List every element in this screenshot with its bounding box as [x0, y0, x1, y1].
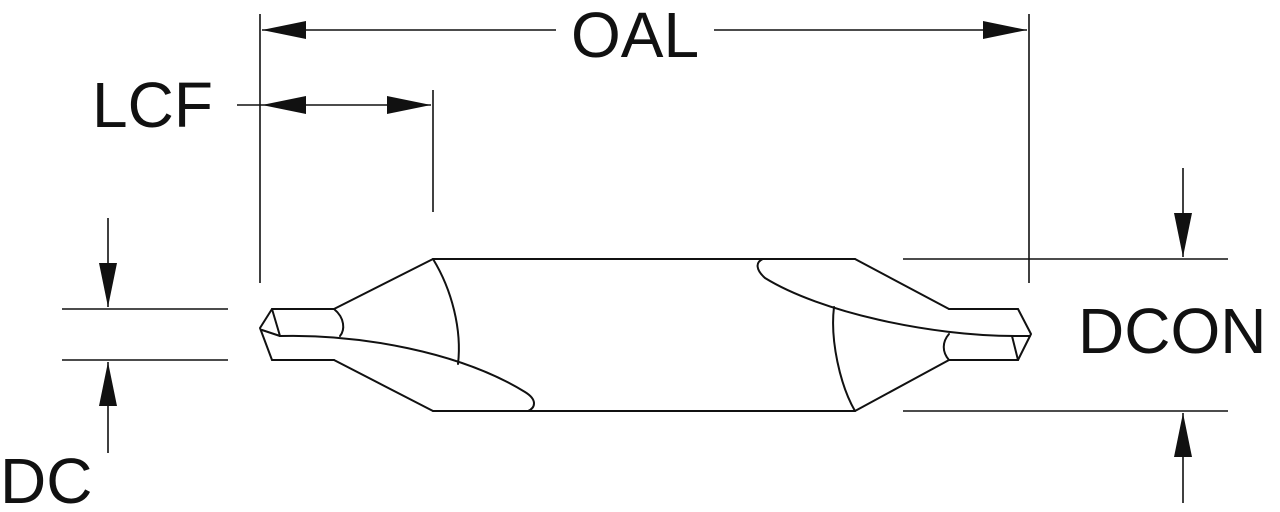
- left-tip: [259, 308, 273, 361]
- right-pilot-shoulder-arc: [942, 333, 950, 361]
- left-pilot-shoulder-arc: [333, 308, 345, 337]
- dcon-arrow-top: [1174, 213, 1192, 257]
- left-body-arc: [432, 258, 460, 365]
- right-flute-curve: [756, 258, 1016, 337]
- right-taper-bottom: [854, 359, 950, 412]
- dcon-label: DCON: [1078, 295, 1266, 367]
- oal-arrow-right: [983, 21, 1027, 39]
- lcf-arrow-right: [387, 96, 431, 114]
- right-body-arc: [832, 306, 856, 412]
- left-flute-curve: [279, 334, 535, 412]
- left-tip-facet: [271, 308, 281, 337]
- lcf-label: LCF: [92, 69, 213, 141]
- dc-label: DC: [0, 445, 92, 512]
- right-tip-facet: [1011, 335, 1019, 361]
- lcf-arrow-left: [262, 96, 306, 114]
- left-taper-bottom: [333, 359, 434, 412]
- dc-dimension: DC: [0, 218, 228, 512]
- center-drill-body: [259, 258, 1032, 412]
- dcon-arrow-bottom: [1174, 413, 1192, 457]
- dcon-dimension: DCON: [903, 168, 1266, 503]
- left-tip-facet-2: [261, 329, 281, 337]
- oal-label: OAL: [571, 0, 699, 71]
- oal-dimension: OAL: [259, 0, 1030, 283]
- right-tip: [1017, 308, 1032, 361]
- right-taper-top: [854, 258, 950, 310]
- dc-arrow-bottom: [99, 362, 117, 406]
- lcf-dimension: LCF: [92, 69, 434, 212]
- left-taper-top: [333, 258, 434, 310]
- dc-arrow-top: [99, 263, 117, 307]
- oal-arrow-left: [262, 21, 306, 39]
